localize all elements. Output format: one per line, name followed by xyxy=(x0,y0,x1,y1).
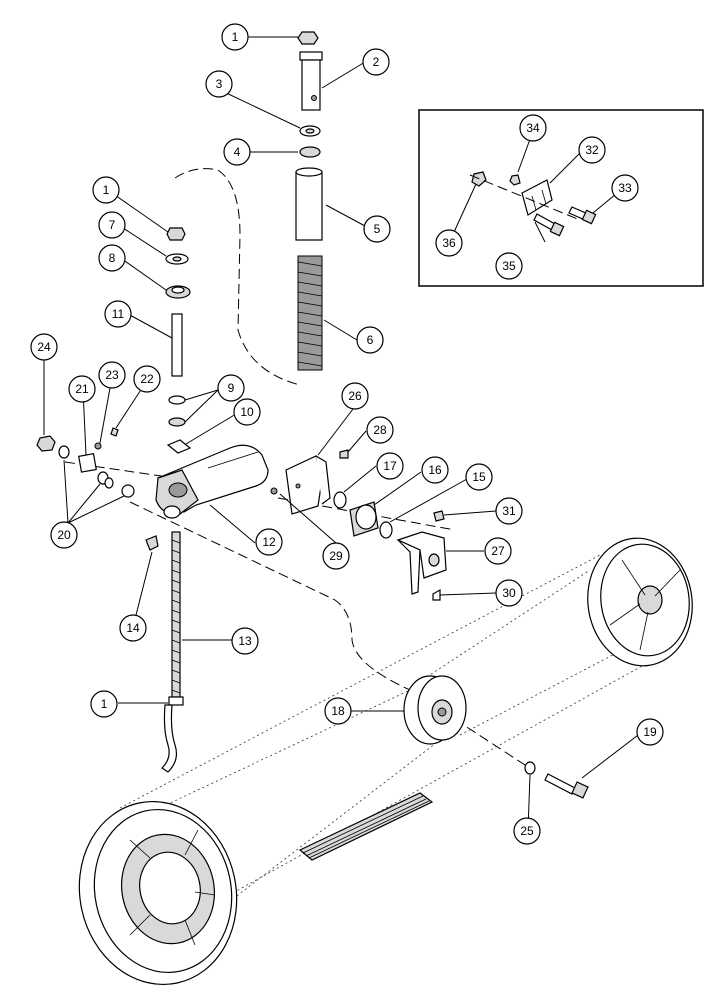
svg-text:13: 13 xyxy=(238,634,252,648)
callout-2: 2 xyxy=(362,48,390,76)
svg-text:1: 1 xyxy=(103,183,110,197)
svg-text:4: 4 xyxy=(234,145,241,159)
svg-text:27: 27 xyxy=(491,544,505,558)
idler-pulley xyxy=(403,675,467,745)
bracket-27 xyxy=(396,510,447,601)
callout-13: 13 xyxy=(231,627,259,655)
svg-text:3: 3 xyxy=(216,77,223,91)
svg-text:29: 29 xyxy=(329,549,343,563)
callout-24: 24 xyxy=(30,333,58,361)
svg-text:10: 10 xyxy=(240,405,254,419)
callout-4: 4 xyxy=(223,138,251,166)
svg-text:22: 22 xyxy=(140,372,154,386)
svg-text:21: 21 xyxy=(75,382,89,396)
callout-3: 3 xyxy=(205,70,233,98)
svg-text:11: 11 xyxy=(112,307,125,321)
large-drive-pulley xyxy=(78,800,238,986)
svg-text:2: 2 xyxy=(373,55,380,69)
callout-22: 22 xyxy=(133,365,161,393)
svg-text:5: 5 xyxy=(374,222,381,236)
callout-11: 11 xyxy=(104,300,132,328)
svg-text:12: 12 xyxy=(262,535,276,549)
svg-text:33: 33 xyxy=(618,181,632,195)
callout-6: 6 xyxy=(356,326,384,354)
driven-pulley xyxy=(587,537,693,667)
callout-34: 34 xyxy=(519,114,547,142)
adjusting-rod xyxy=(161,531,184,773)
part-14-clip xyxy=(145,535,159,551)
callout-10: 10 xyxy=(233,398,261,426)
callout-25: 25 xyxy=(513,817,541,845)
left-hardware xyxy=(36,427,135,498)
callout-20: 20 xyxy=(50,521,78,549)
svg-text:17: 17 xyxy=(383,459,397,473)
callout-8: 8 xyxy=(98,244,126,272)
callout-31: 31 xyxy=(495,497,523,525)
svg-text:20: 20 xyxy=(57,528,71,542)
svg-text:23: 23 xyxy=(105,368,119,382)
svg-text:14: 14 xyxy=(126,621,140,635)
callout-23: 23 xyxy=(98,361,126,389)
svg-text:32: 32 xyxy=(585,143,599,157)
callout-1-top: 1 xyxy=(221,23,249,51)
callout-18: 18 xyxy=(324,697,352,725)
svg-text:18: 18 xyxy=(331,704,345,718)
svg-text:1: 1 xyxy=(101,697,108,711)
callout-9: 9 xyxy=(217,374,245,402)
pivot-pin-stack xyxy=(165,227,192,454)
callout-5: 5 xyxy=(363,215,391,243)
callout-16: 16 xyxy=(421,456,449,484)
callout-36: 36 xyxy=(435,229,463,257)
spacer-stack xyxy=(333,491,393,539)
svg-text:28: 28 xyxy=(373,423,387,437)
callout-33: 33 xyxy=(611,174,639,202)
svg-text:6: 6 xyxy=(367,333,374,347)
callout-12: 12 xyxy=(255,528,283,556)
spring-assembly xyxy=(295,31,323,371)
leader-lines xyxy=(43,36,643,831)
svg-text:7: 7 xyxy=(109,218,116,232)
svg-text:1: 1 xyxy=(232,30,239,44)
svg-text:16: 16 xyxy=(428,463,442,477)
callouts: 1 2 3 4 5 6 1 7 8 11 9 10 24 21 23 22 20… xyxy=(30,23,664,845)
callout-14: 14 xyxy=(119,614,147,642)
idler-arm xyxy=(155,444,269,519)
callout-15: 15 xyxy=(465,463,493,491)
drive-belts xyxy=(119,554,681,906)
svg-text:25: 25 xyxy=(520,824,534,838)
belt-section xyxy=(298,792,434,861)
callout-21: 21 xyxy=(68,375,96,403)
part-25-washer xyxy=(524,761,536,775)
callout-19: 19 xyxy=(636,718,664,746)
svg-text:26: 26 xyxy=(348,389,362,403)
callout-35: 35 xyxy=(495,252,523,280)
svg-text:31: 31 xyxy=(502,504,516,518)
svg-text:35: 35 xyxy=(502,259,516,273)
inset-detail-box xyxy=(418,109,704,287)
callout-1-pin: 1 xyxy=(92,176,120,204)
callout-17: 17 xyxy=(376,452,404,480)
callout-1-rod: 1 xyxy=(90,690,118,718)
callout-27: 27 xyxy=(484,537,512,565)
svg-text:36: 36 xyxy=(442,236,456,250)
svg-text:19: 19 xyxy=(643,725,657,739)
callout-26: 26 xyxy=(341,382,369,410)
part-19-bolt xyxy=(544,773,589,799)
callout-29: 29 xyxy=(322,542,350,570)
svg-text:8: 8 xyxy=(109,251,116,265)
svg-text:15: 15 xyxy=(472,470,486,484)
callout-28: 28 xyxy=(366,416,394,444)
callout-7: 7 xyxy=(98,211,126,239)
callout-30: 30 xyxy=(495,579,523,607)
bracket-26 xyxy=(270,449,349,515)
svg-text:9: 9 xyxy=(228,381,235,395)
callout-32: 32 xyxy=(578,136,606,164)
svg-text:34: 34 xyxy=(526,121,540,135)
svg-text:30: 30 xyxy=(502,586,516,600)
svg-text:24: 24 xyxy=(37,340,51,354)
